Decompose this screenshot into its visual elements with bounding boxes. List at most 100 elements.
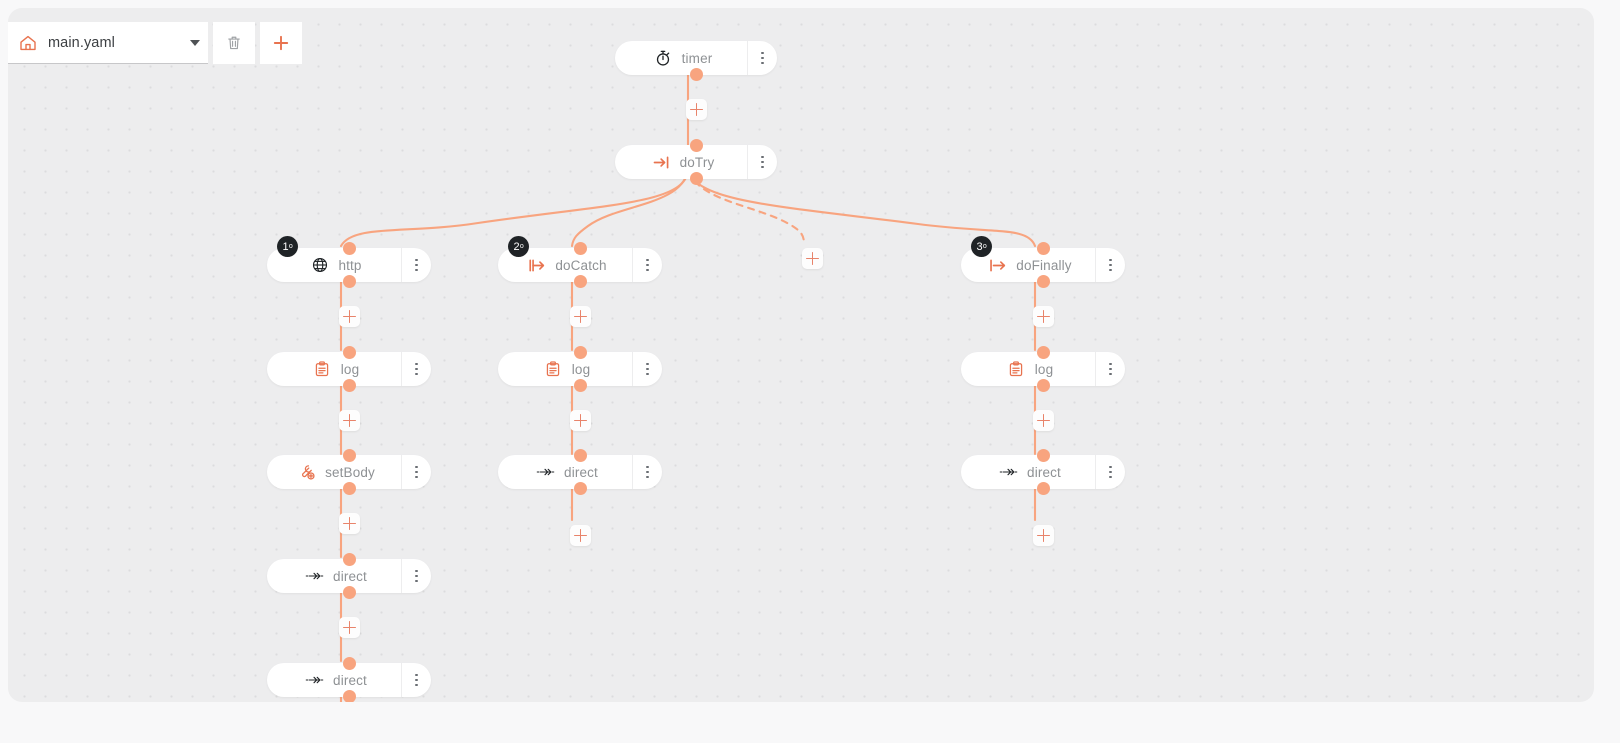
delete-button[interactable] [213,22,255,64]
node-label: direct [1027,464,1061,480]
badge-number: 1 [282,240,289,253]
node-direct3[interactable]: direct [498,455,662,489]
node-menu-button[interactable] [747,41,777,75]
node-body[interactable]: direct [961,455,1095,489]
direct-arrow-icon [305,567,324,586]
kebab-menu-icon [646,362,649,376]
node-body[interactable]: direct [267,663,401,697]
kebab-menu-icon [415,569,418,583]
node-log1[interactable]: log [267,352,431,386]
node-body[interactable]: setBody [267,455,401,489]
kebab-menu-icon [415,258,418,272]
add-button[interactable] [260,22,302,64]
node-menu-button[interactable] [401,559,431,593]
direct-arrow-icon [999,463,1018,482]
node-menu-button[interactable] [632,352,662,386]
node-body[interactable]: doTry [615,145,747,179]
file-selector[interactable]: main.yaml [8,22,208,64]
add-step-button[interactable] [570,525,591,546]
bar-arrow-icon [988,256,1007,275]
add-step-button[interactable] [1033,410,1054,431]
add-step-button[interactable] [339,513,360,534]
node-body[interactable]: doFinally [961,248,1095,282]
kebab-menu-icon [1109,362,1112,376]
node-label: http [338,257,362,273]
home-icon [18,33,38,53]
node-body[interactable]: log [267,352,401,386]
globe-icon [310,256,329,275]
node-menu-button[interactable] [401,248,431,282]
stopwatch-icon [654,49,673,68]
node-direct2[interactable]: direct [267,663,431,697]
log-clipboard-icon [313,360,332,379]
kebab-menu-icon [646,465,649,479]
node-setbody[interactable]: setBody [267,455,431,489]
node-label: doTry [679,154,715,170]
trash-icon [225,34,243,52]
node-direct1[interactable]: direct [267,559,431,593]
node-label: log [340,361,360,377]
node-body[interactable]: http [267,248,401,282]
kebab-menu-icon [415,362,418,376]
node-menu-button[interactable] [632,455,662,489]
file-name-label: main.yaml [48,34,115,51]
chevron-down-icon[interactable] [190,39,200,46]
add-step-button[interactable] [339,306,360,327]
kebab-menu-icon [1109,258,1112,272]
node-label: timer [681,50,713,66]
node-menu-button[interactable] [401,352,431,386]
node-menu-button[interactable] [632,248,662,282]
node-body[interactable]: log [498,352,632,386]
add-step-button[interactable] [802,248,823,269]
node-direct4[interactable]: direct [961,455,1125,489]
node-log2[interactable]: log [498,352,662,386]
node-dotry[interactable]: doTry [615,145,777,179]
node-label: log [571,361,591,377]
node-body[interactable]: direct [267,559,401,593]
node-menu-button[interactable] [1095,352,1125,386]
node-label: direct [333,568,367,584]
edge-layer [339,65,1037,702]
kebab-menu-icon [415,673,418,687]
node-label: doCatch [555,257,607,273]
kebab-menu-icon [1109,465,1112,479]
toolbar: main.yaml [8,22,302,64]
node-label: setBody [325,464,375,480]
arrow-to-bar-icon [652,153,671,172]
node-label: doFinally [1016,257,1072,273]
node-menu-button[interactable] [401,663,431,697]
add-step-button[interactable] [570,306,591,327]
add-step-button[interactable] [1033,525,1054,546]
node-menu-button[interactable] [747,145,777,179]
direct-arrow-icon [536,463,555,482]
node-menu-button[interactable] [401,455,431,489]
node-menu-button[interactable] [1095,248,1125,282]
kebab-menu-icon [415,465,418,479]
add-step-button[interactable] [339,617,360,638]
add-step-button[interactable] [339,410,360,431]
log-clipboard-icon [544,360,563,379]
add-step-button[interactable] [1033,306,1054,327]
direct-arrow-icon [305,671,324,690]
kebab-menu-icon [761,51,764,65]
add-step-button[interactable] [686,99,707,120]
node-log3[interactable]: log [961,352,1125,386]
bar-to-arrow-icon [527,256,546,275]
node-menu-button[interactable] [1095,455,1125,489]
edge-dotry-add [687,169,806,246]
node-label: direct [564,464,598,480]
node-body[interactable]: timer [615,41,747,75]
node-body[interactable]: direct [498,455,632,489]
badge-number: 2 [513,240,520,253]
node-timer[interactable]: timer [615,41,777,75]
node-body[interactable]: log [961,352,1095,386]
edge-dotry-http [339,169,690,248]
node-body[interactable]: doCatch [498,248,632,282]
log-clipboard-icon [1007,360,1026,379]
add-step-button[interactable] [570,410,591,431]
kebab-menu-icon [646,258,649,272]
